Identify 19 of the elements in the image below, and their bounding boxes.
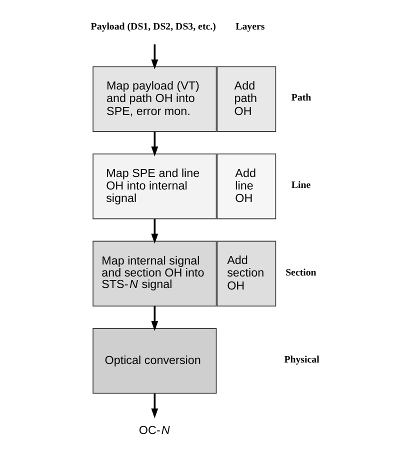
node-text: Payload (DS1, DS2, DS3, etc.) bbox=[90, 22, 216, 33]
label: Line bbox=[291, 180, 311, 191]
label: Path bbox=[291, 92, 312, 104]
node-box: Map payload (VT) and path OH into SPE, error mon. bbox=[92, 66, 217, 132]
label: Section bbox=[286, 267, 316, 278]
arrow bbox=[151, 394, 158, 418]
node-box: Map SPE and line OH into internal signal bbox=[92, 154, 217, 220]
label: Layers bbox=[236, 22, 265, 33]
arrow bbox=[151, 218, 158, 244]
node-text: OC-N bbox=[138, 424, 170, 438]
node-box: Add line OH bbox=[216, 154, 276, 220]
arrow bbox=[151, 44, 158, 70]
node-box: Add section OH bbox=[216, 240, 276, 306]
node-box: Optical conversion bbox=[92, 328, 217, 394]
arrow bbox=[151, 306, 158, 331]
node-box: Add path OH bbox=[216, 66, 276, 132]
label: Physical bbox=[284, 354, 320, 366]
node-box: Map internal signal and section OH into STS-N signal bbox=[92, 240, 217, 306]
arrow bbox=[151, 132, 158, 156]
